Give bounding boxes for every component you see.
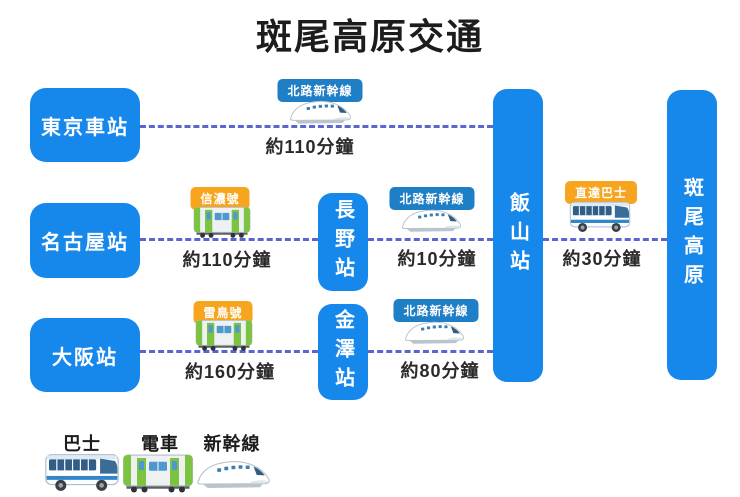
- station-box-tokyo: 東京車站: [30, 88, 140, 162]
- connector-kanazawa-iiyama: [368, 350, 493, 353]
- duration-label: 約160分鐘: [184, 362, 276, 382]
- duration-label: 約110分鐘: [182, 250, 272, 270]
- connector-iiyama-madarao: [543, 238, 667, 241]
- bus-icon: [42, 450, 122, 494]
- connector-nagoya-nagano: [140, 238, 318, 241]
- shinkansen-icon: [288, 96, 352, 126]
- station-box-nagoya: 名古屋站: [30, 203, 140, 278]
- line-badge-hokuriku-shinkansen: 北路新幹線: [393, 299, 479, 322]
- station-label: 名古屋站: [41, 232, 129, 254]
- station-label: 飯山站: [506, 192, 529, 279]
- station-label: 長野站: [331, 198, 354, 286]
- line-badge-direct-bus: 直達巴士: [564, 181, 638, 204]
- legend-label-bus: 巴士: [63, 434, 101, 454]
- station-label: 東京車站: [41, 116, 129, 139]
- train-icon: [120, 452, 196, 494]
- station-box-nagano: 長野站: [318, 193, 368, 291]
- duration-label: 約80分鐘: [400, 361, 480, 381]
- line-badge-shinano: 信濃號: [190, 187, 250, 210]
- legend-label-train: 電車: [141, 434, 179, 454]
- connector-osaka-kanazawa: [140, 350, 318, 353]
- station-box-kanazawa: 金澤站: [318, 304, 368, 400]
- bus-icon: [569, 198, 631, 235]
- station-label: 斑尾高原: [680, 177, 703, 293]
- line-badge-hokuriku-shinkansen: 北路新幹線: [389, 187, 475, 210]
- duration-label: 約110分鐘: [265, 137, 355, 157]
- shinkansen-icon: [195, 455, 271, 491]
- line-badge-hokuriku-shinkansen: 北路新幹線: [277, 79, 363, 102]
- station-box-iiyama: 飯山站: [493, 89, 543, 382]
- connector-tokyo-iiyama: [140, 125, 493, 128]
- train-icon: [193, 318, 255, 352]
- shinkansen-icon: [403, 317, 465, 346]
- station-label: 金澤站: [331, 308, 354, 396]
- station-box-madarao: 斑尾高原: [667, 90, 717, 380]
- line-badge-thunderbird: 雷鳥號: [193, 301, 253, 324]
- duration-label: 約30分鐘: [562, 249, 642, 269]
- page-title: 斑尾高原交通: [255, 16, 484, 57]
- station-box-osaka: 大阪站: [30, 318, 140, 392]
- legend-label-shinkansen: 新幹線: [203, 434, 261, 454]
- duration-label: 約10分鐘: [397, 249, 477, 269]
- connector-nagano-iiyama: [368, 238, 493, 241]
- train-icon: [191, 205, 253, 239]
- shinkansen-icon: [400, 205, 462, 234]
- station-label: 大阪站: [52, 346, 118, 369]
